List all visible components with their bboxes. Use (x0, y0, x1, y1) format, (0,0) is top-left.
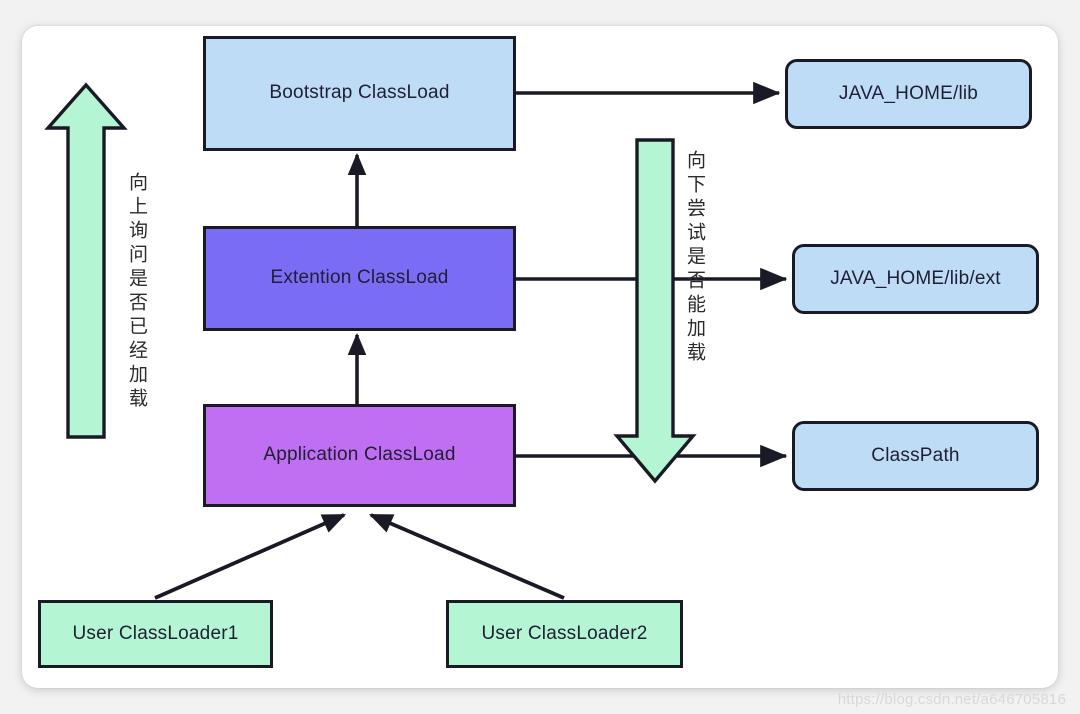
node-bootstrap-classload[interactable]: Bootstrap ClassLoad (203, 36, 516, 151)
node-classpath[interactable]: ClassPath (792, 421, 1039, 491)
watermark: https://blog.csdn.net/a646705816 (837, 691, 1066, 708)
connector-userloader1-to-application (154, 513, 347, 600)
node-java-home-lib-ext[interactable]: JAVA_HOME/lib/ext (792, 244, 1039, 314)
annotation-ask-upward: 向上询问是否已经加载 (125, 172, 148, 412)
up-block-arrow (44, 82, 128, 439)
node-application-classload[interactable]: Application ClassLoad (203, 404, 516, 507)
diagonal-connectors (154, 513, 565, 600)
node-java-home-lib[interactable]: JAVA_HOME/lib (785, 59, 1032, 129)
node-extention-classload[interactable]: Extention ClassLoad (203, 226, 516, 331)
diagram-card (22, 26, 1058, 688)
node-user-classloader1[interactable]: User ClassLoader1 (38, 600, 273, 668)
annotation-try-downward: 向下尝试是否能加载 (683, 150, 706, 366)
node-user-classloader2[interactable]: User ClassLoader2 (446, 600, 683, 668)
down-block-arrow (613, 138, 697, 484)
connector-userloader2-to-application (368, 513, 565, 600)
